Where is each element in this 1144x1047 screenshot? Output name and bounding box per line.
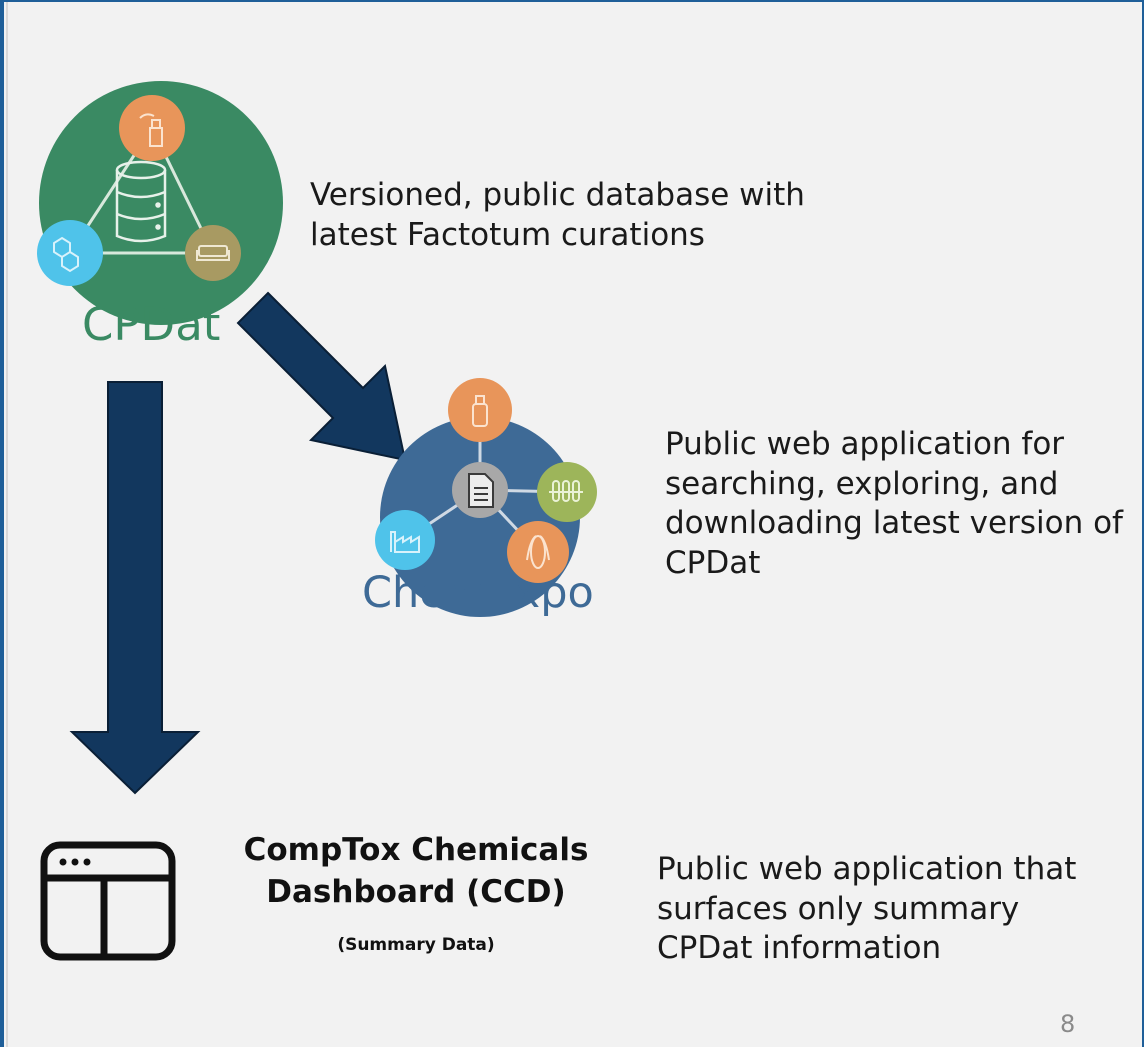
database-icon (115, 160, 167, 243)
browser-window-icon (40, 841, 176, 961)
factory-icon (390, 531, 420, 553)
page-number: 8 (1060, 1010, 1076, 1038)
cpdat-description: Versioned, public database with latest F… (310, 177, 805, 253)
couch-icon (196, 245, 230, 261)
cpdat-logo-text: CPDat (82, 298, 221, 351)
document-icon (468, 473, 494, 508)
arrow-right-down-icon (236, 291, 407, 462)
corn-icon (526, 535, 550, 569)
spray-bottle-icon (139, 113, 163, 147)
ccd-subtitle: (Summary Data) (337, 935, 495, 955)
cpdat-triangle (67, 124, 216, 255)
chemexpo-logo (375, 378, 597, 617)
ccd-description: Public web application that surfaces onl… (657, 851, 1077, 967)
cpdat-node-product (185, 225, 241, 281)
test-tubes-icon (549, 480, 583, 502)
ccd-title: CompTox Chemicals Dashboard (CCD) (243, 832, 589, 910)
chemexpo-logo-text: ChemExpo (362, 568, 594, 618)
chemexpo-node-agriculture (507, 521, 569, 583)
molecule-icon (53, 236, 79, 273)
chemexpo-node-aerosol (448, 378, 512, 442)
arrow-down-icon (69, 381, 201, 795)
cpdat-logo (37, 81, 283, 325)
chemexpo-description: Public web application for searching, ex… (665, 426, 1123, 582)
aerosol-can-icon (472, 395, 488, 427)
